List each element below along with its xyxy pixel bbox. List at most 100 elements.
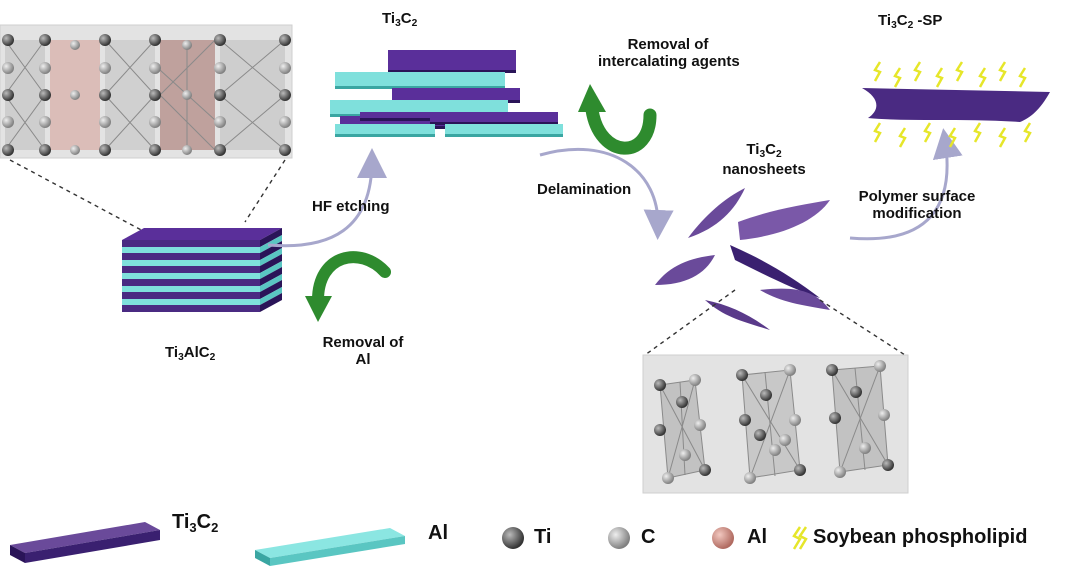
atom: [70, 40, 80, 50]
atom: [662, 472, 674, 484]
label-hf-etching: HF etching: [312, 198, 390, 215]
phospholipid-icon: [998, 127, 1007, 148]
atom: [699, 464, 711, 476]
stack-plate-edge: [360, 118, 430, 121]
atom: [679, 449, 691, 461]
block-layer: [122, 260, 260, 266]
block-side: [260, 280, 282, 299]
block-side: [260, 287, 282, 305]
atom: [279, 116, 291, 128]
legend-al-atom: [712, 527, 734, 549]
ti3alc2-layered-block: [122, 228, 282, 312]
atom: [694, 419, 706, 431]
atom: [149, 144, 161, 156]
atom: [789, 414, 801, 426]
block-side: [260, 293, 282, 312]
label-ti3alc2: Ti3AlC2: [165, 344, 216, 364]
phospholipid-icon: [1023, 122, 1032, 143]
atom: [99, 89, 111, 101]
legend-label-soybean-phospholipid: Soybean phospholipid: [813, 526, 1028, 548]
block-side: [260, 267, 282, 286]
atom: [754, 429, 766, 441]
label-ti3c2-top: Ti3C2: [382, 10, 418, 30]
removal-al-green-arrow: [305, 251, 391, 322]
legend-label-al: Al: [747, 526, 767, 548]
ti3c2-exfoliated-stack: [330, 50, 563, 137]
stack-plate: [430, 112, 558, 122]
block-layer: [122, 253, 260, 260]
phospholipid-icon: [935, 67, 944, 88]
atom: [149, 62, 161, 74]
legend-phospholipid-icon: [792, 526, 808, 550]
atom: [2, 89, 14, 101]
label-polymer-surface-modification: Polymer surface modification: [858, 188, 976, 223]
atom: [182, 40, 192, 50]
phospholipid-icon: [873, 61, 882, 82]
atom: [739, 414, 751, 426]
ti3c2-sp-sheet: [862, 61, 1050, 148]
block-layer: [122, 266, 260, 273]
block-side: [260, 254, 282, 273]
atom: [676, 396, 688, 408]
label-removal-intercalating: Removal of intercalating agents: [598, 36, 740, 71]
label-delamination: Delamination: [537, 181, 632, 198]
block-layer: [122, 305, 260, 312]
phospholipid-icon: [1018, 67, 1027, 88]
atom: [182, 145, 192, 155]
atom: [2, 62, 14, 74]
legend-al-swatch: [255, 528, 405, 566]
block-top-face: [122, 228, 282, 240]
atom: [70, 90, 80, 100]
atom: [2, 116, 14, 128]
atom: [149, 34, 161, 46]
atom: [279, 62, 291, 74]
atom: [736, 369, 748, 381]
atom: [149, 116, 161, 128]
atom: [744, 472, 756, 484]
atom: [769, 444, 781, 456]
atom: [99, 62, 111, 74]
phospholipid-icon: [898, 127, 907, 148]
block-side: [260, 228, 282, 247]
stack-plate-edge: [388, 70, 516, 73]
phospholipid-icon: [893, 67, 902, 88]
ti3c2-crystal-panel: [642, 354, 909, 494]
stack-plate: [388, 50, 516, 70]
atom: [2, 34, 14, 46]
block-layer: [122, 240, 260, 247]
legend-label-c: C: [641, 526, 656, 548]
atom: [654, 424, 666, 436]
legend-ti-atom: [502, 527, 524, 549]
atom: [39, 34, 51, 46]
atom: [214, 34, 226, 46]
phospholipid-icon: [955, 61, 964, 82]
atom: [39, 89, 51, 101]
stack-plate: [392, 88, 520, 100]
label-ti3c2-sp: Ti3C2 -SP: [878, 12, 943, 32]
label-removal-of-al: Removal of Al: [322, 334, 404, 369]
atom: [214, 89, 226, 101]
atom: [39, 62, 51, 74]
atom: [99, 34, 111, 46]
stack-plate: [335, 72, 505, 86]
atom: [850, 386, 862, 398]
block-layer: [122, 279, 260, 286]
atom: [826, 364, 838, 376]
ti3alc2-crystal-panel: [0, 24, 293, 159]
phospholipid-icon: [913, 61, 922, 82]
block-layer: [122, 286, 260, 292]
atom: [182, 90, 192, 100]
stack-plate-edge: [335, 134, 435, 137]
atom: [99, 144, 111, 156]
atom: [874, 360, 886, 372]
block-side: [260, 261, 282, 279]
removal-intercalating-green-arrow: [578, 84, 657, 155]
block-layer: [122, 299, 260, 305]
atom: [279, 144, 291, 156]
stack-plate: [335, 124, 435, 134]
atom: [859, 442, 871, 454]
atom: [2, 144, 14, 156]
stack-plate: [330, 100, 508, 114]
phospholipid-icon: [978, 67, 987, 88]
atom: [654, 379, 666, 391]
